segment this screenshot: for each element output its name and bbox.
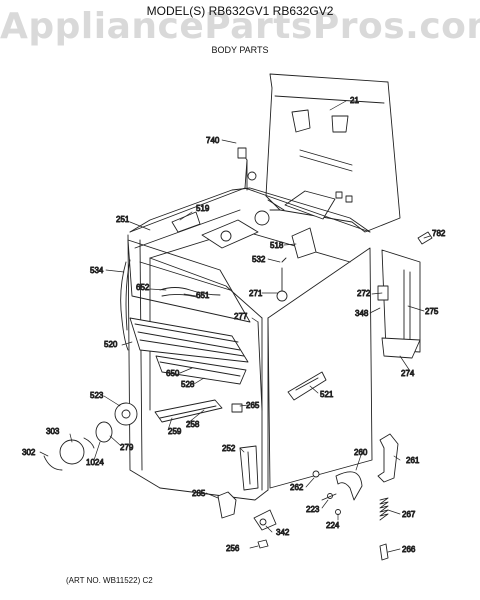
callout-532: 532 (252, 255, 266, 264)
knob-assembly (43, 402, 138, 471)
callout-256: 256 (226, 544, 240, 553)
callout-21: 21 (350, 96, 359, 105)
callout-260: 260 (354, 448, 368, 457)
callout-266: 266 (402, 545, 416, 554)
callout-224: 224 (326, 521, 340, 530)
callout-223: 223 (306, 505, 320, 514)
lower-parts (217, 433, 399, 561)
callout-521: 521 (320, 390, 334, 399)
callout-650: 650 (166, 369, 180, 378)
callout-259: 259 (168, 427, 182, 436)
oven-racks (120, 239, 251, 423)
callout-271: 271 (249, 289, 263, 298)
callout-1024: 1024 (86, 458, 104, 467)
callout-252: 252 (222, 444, 236, 453)
callout-272: 272 (357, 289, 371, 298)
callout-534: 534 (90, 266, 104, 275)
watermark: AppliancePartsPros.com (0, 6, 480, 47)
callout-302: 302 (22, 448, 36, 457)
callout-285: 285 (192, 489, 206, 498)
callout-518: 518 (270, 241, 284, 250)
callout-258: 258 (186, 420, 200, 429)
callout-277: 277 (234, 312, 248, 321)
callout-251: 251 (116, 215, 130, 224)
model-title: MODEL(S) RB632GV1 RB632GV2 (146, 4, 334, 18)
callout-523: 523 (90, 391, 104, 400)
callout-740: 740 (206, 136, 220, 145)
callout-342: 342 (276, 528, 290, 537)
callout-348: 348 (355, 309, 369, 318)
callout-265: 265 (246, 401, 260, 410)
callout-274: 274 (401, 369, 415, 378)
callout-labels: 21 740 519 251 782 518 532 534 652 651 2… (22, 96, 447, 555)
leader-lines (39, 100, 431, 553)
back-panel (265, 73, 401, 233)
callout-267: 267 (402, 510, 416, 519)
side-panel (377, 231, 433, 359)
art-number: (ART NO. WB11522) C2 (66, 576, 153, 585)
callout-303: 303 (46, 427, 60, 436)
callout-652: 652 (136, 283, 150, 292)
callout-275: 275 (425, 307, 439, 316)
callout-261: 261 (406, 456, 420, 465)
section-title: BODY PARTS (211, 45, 269, 55)
callout-782: 782 (432, 229, 446, 238)
oven-body (127, 147, 373, 501)
callout-519: 519 (196, 204, 210, 213)
callout-651: 651 (196, 291, 210, 300)
callout-520: 520 (104, 340, 118, 349)
callout-279: 279 (120, 443, 134, 452)
callout-528: 528 (181, 380, 195, 389)
callout-262: 262 (290, 483, 304, 492)
